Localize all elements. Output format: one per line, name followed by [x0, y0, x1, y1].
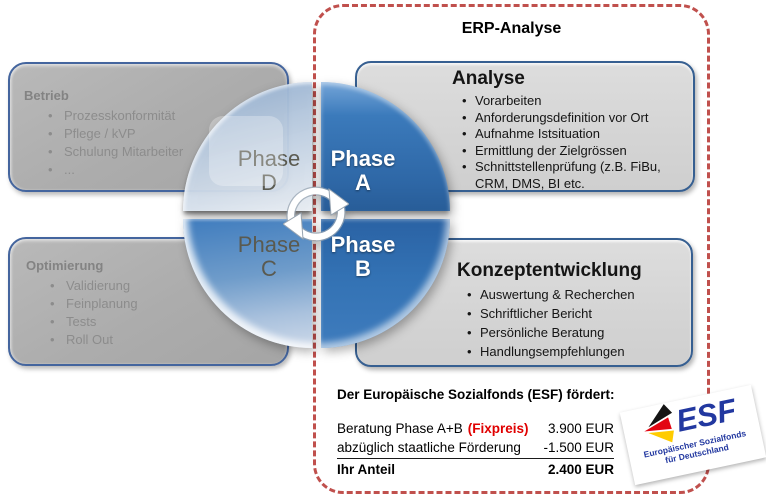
funding-row-fixpreis: Beratung Phase A+B(Fixpreis) 3.900 EUR	[337, 420, 614, 439]
list-item: Schulung Mitarbeiter	[48, 143, 277, 161]
list-item: Persönliche Beratung	[467, 323, 685, 342]
betrieb-title: Betrieb	[24, 88, 69, 103]
funding-row-foerderung: abzüglich staatliche Förderung -1.500 EU…	[337, 439, 614, 459]
phase-d-segment: Phase D	[183, 82, 312, 211]
list-item: Pflege / kVP	[48, 125, 277, 143]
phase-a-label: Phase A	[330, 146, 396, 195]
phase-cycle-chart: Phase D Phase A Phase C Phase B	[183, 82, 450, 348]
phase-c-label: Phase C	[237, 232, 301, 281]
list-item: Tests	[50, 313, 277, 331]
phase-b-label: Phase B	[330, 232, 396, 281]
analyse-box: Analyse Vorarbeiten Anforderungsdefiniti…	[355, 61, 695, 192]
list-item: Schnittstellenprüfung (z.B. FiBu, CRM, D…	[462, 159, 687, 192]
konzeptentwicklung-title: Konzeptentwicklung	[457, 260, 642, 281]
betrieb-list: Prozesskonformität Pflege / kVP Schulung…	[24, 107, 277, 179]
funding-label: abzüglich staatliche Förderung	[337, 440, 521, 455]
list-item: Aufnahme Istsituation	[462, 126, 687, 143]
list-item: Validierung	[50, 277, 277, 295]
funding-label: Beratung Phase A+B(Fixpreis)	[337, 421, 529, 436]
funding-amount: 3.900 EUR	[547, 421, 614, 436]
betrieb-box: Betrieb Prozesskonformität Pflege / kVP …	[8, 62, 289, 192]
esf-flag-arrows-icon	[640, 404, 680, 445]
list-item: Prozesskonformität	[48, 107, 277, 125]
funding-label: Ihr Anteil	[337, 462, 396, 477]
list-item: Feinplanung	[50, 295, 277, 313]
funding-table: Beratung Phase A+B(Fixpreis) 3.900 EUR a…	[337, 420, 614, 480]
funding-row-total: Ihr Anteil 2.400 EUR	[337, 459, 614, 480]
analyse-title: Analyse	[452, 68, 525, 89]
list-item: Vorarbeiten	[462, 93, 687, 110]
fixpreis-highlight: (Fixpreis)	[467, 421, 529, 436]
optimierung-list: Validierung Feinplanung Tests Roll Out	[26, 277, 277, 349]
konzeptentwicklung-list: Auswertung & Recherchen Schriftlicher Be…	[457, 285, 685, 361]
list-item: Auswertung & Recherchen	[467, 285, 685, 304]
optimierung-title: Optimierung	[26, 258, 104, 273]
list-item: Handlungsempfehlungen	[467, 342, 685, 361]
list-item: Ermittlung der Zielgrössen	[462, 143, 687, 160]
funding-amount: 2.400 EUR	[547, 462, 614, 477]
analyse-list: Vorarbeiten Anforderungsdefinition vor O…	[452, 93, 687, 192]
funding-headline: Der Europäische Sozialfonds (ESF) förder…	[337, 387, 615, 402]
list-item: Anforderungsdefinition vor Ort	[462, 110, 687, 127]
list-item: ...	[48, 161, 277, 179]
list-item: Roll Out	[50, 331, 277, 349]
cycle-arrows-icon	[283, 186, 349, 242]
list-item: Schriftlicher Bericht	[467, 304, 685, 323]
panel-title: ERP-Analyse	[461, 20, 562, 37]
funding-amount: -1.500 EUR	[543, 440, 614, 455]
